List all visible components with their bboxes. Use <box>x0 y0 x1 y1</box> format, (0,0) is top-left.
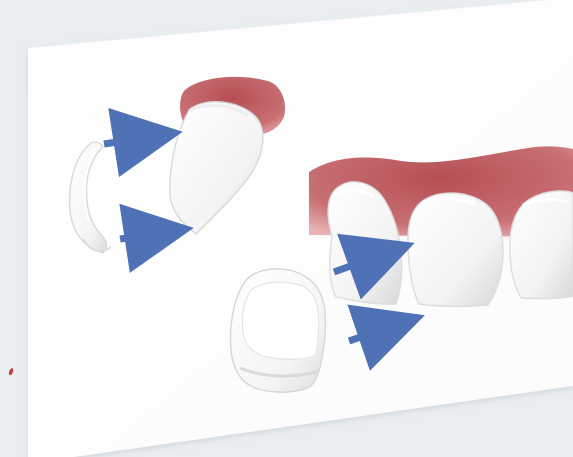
teeth-row <box>309 146 573 306</box>
veneer-front <box>231 269 326 392</box>
veneer-front-inner <box>242 282 318 359</box>
tooth-center <box>408 193 503 306</box>
